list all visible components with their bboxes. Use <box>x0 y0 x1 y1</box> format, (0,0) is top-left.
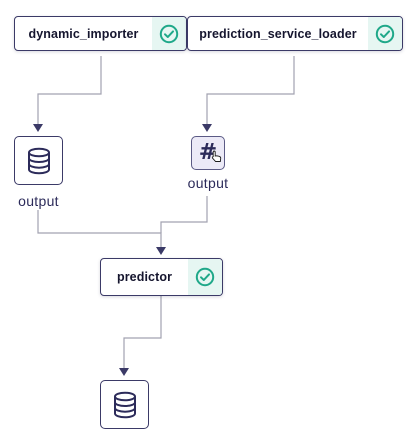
step-node-predictor[interactable]: predictor <box>100 258 223 296</box>
edge-predictor-to-output <box>123 296 162 368</box>
status-completed <box>152 17 186 50</box>
database-icon <box>27 147 50 174</box>
arrowhead <box>202 124 212 132</box>
edge-dynamic-importer-to-output <box>37 56 102 124</box>
step-node-dynamic-importer[interactable]: dynamic_importer <box>14 16 187 51</box>
step-node-prediction-service-loader[interactable]: prediction_service_loader <box>187 16 403 51</box>
status-completed <box>368 17 402 50</box>
arrowhead <box>33 124 43 132</box>
artifact-node-predictor-output[interactable] <box>100 380 149 429</box>
status-completed <box>188 259 222 295</box>
database-icon <box>113 391 136 418</box>
check-circle-icon <box>375 24 395 43</box>
arrowhead <box>119 368 129 376</box>
step-name: predictor <box>116 270 173 284</box>
edge-prediction-service-loader-to-output <box>206 56 295 124</box>
step-name: dynamic_importer <box>28 26 139 41</box>
arrowhead <box>156 247 166 255</box>
check-circle-icon <box>159 24 179 43</box>
mouse-pointer-icon <box>211 150 222 162</box>
artifact-label: output <box>187 175 229 191</box>
artifact-label: output <box>18 193 59 209</box>
edge-output-to-predictor <box>37 210 162 247</box>
artifact-node-output[interactable] <box>14 136 63 185</box>
edge-output-param-to-predictor <box>160 196 208 233</box>
artifact-node-output-param[interactable]: # <box>191 136 225 170</box>
check-circle-icon <box>195 267 215 287</box>
step-name: prediction_service_loader <box>199 26 357 41</box>
